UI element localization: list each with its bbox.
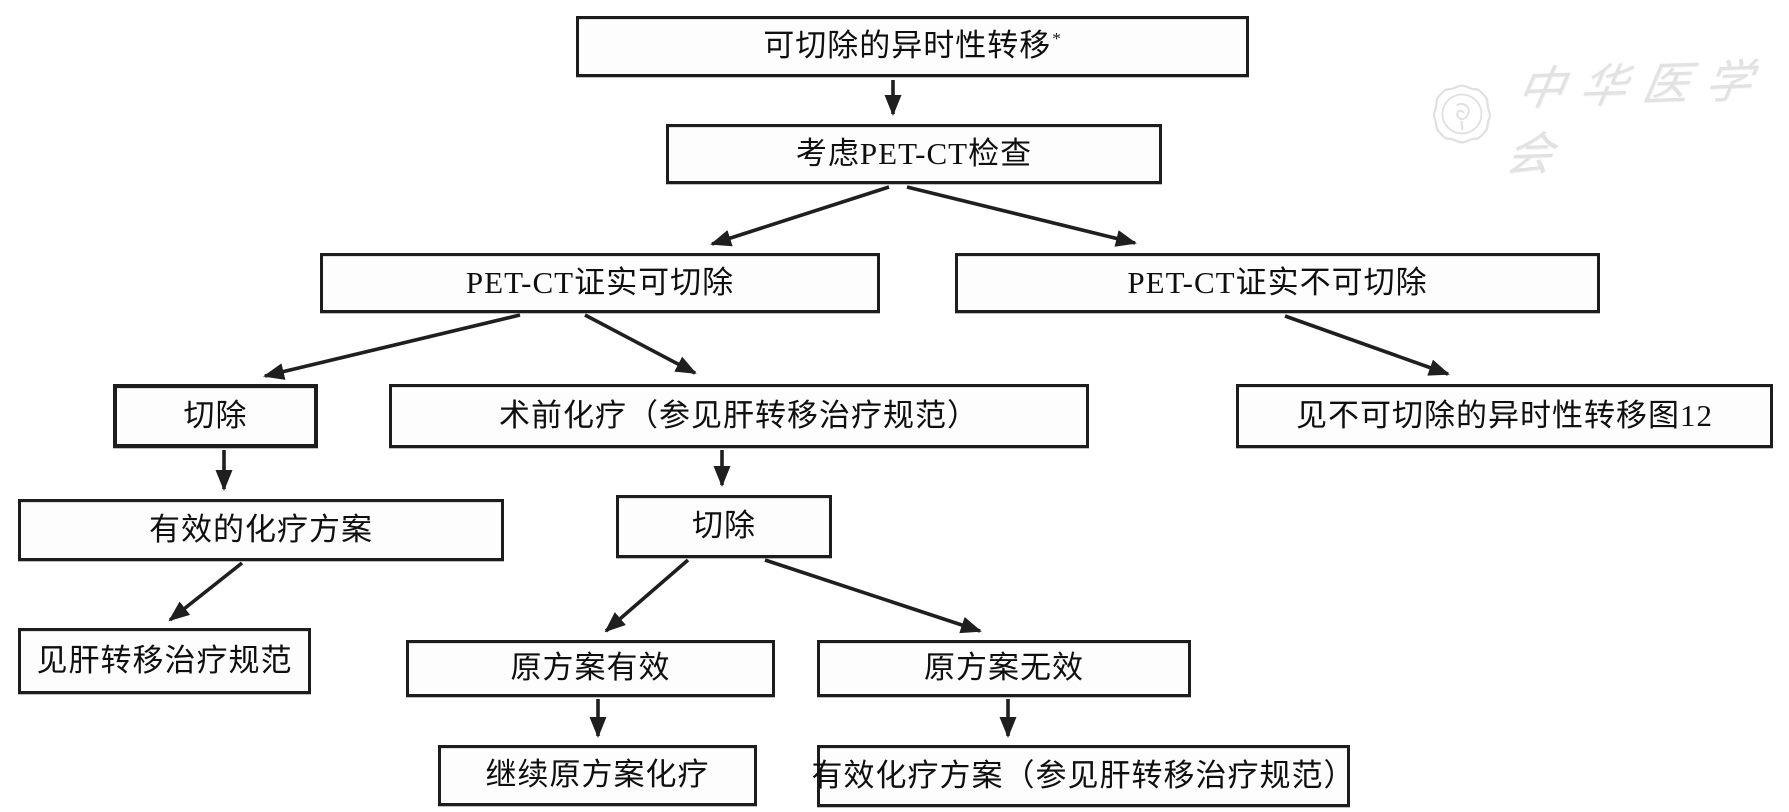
node-label: 继续原方案化疗 (485, 757, 710, 793)
node-label: 有效化疗方案（参见肝转移治疗规范） (811, 757, 1356, 793)
node-label: 有效的化疗方案 (149, 511, 373, 547)
arrow-n9-n11 (604, 558, 690, 633)
node-original-regimen-ineffective: 原方案无效 (817, 640, 1191, 697)
node-label: 原方案无效 (924, 650, 1084, 686)
node-label: 术前化疗（参见肝转移治疗规范） (499, 397, 979, 433)
node-label: 见肝转移治疗规范 (36, 642, 293, 678)
node-effective-chemotherapy-regimen: 有效的化疗方案 (18, 499, 504, 561)
node-pet-ct-confirmed-unresectable: PET-CT证实不可切除 (955, 253, 1600, 313)
node-label: 可切除的异时性转移 (763, 28, 1052, 64)
arrow-n2-n3 (710, 185, 890, 247)
node-effective-chemo-see-guideline: 有效化疗方案（参见肝转移治疗规范） (812, 745, 1355, 807)
node-consider-pet-ct: 考虑PET-CT检查 (666, 124, 1162, 184)
arrow-n3-n5 (263, 313, 521, 380)
node-label: 切除 (183, 397, 248, 433)
node-resection-middle: 切除 (616, 495, 832, 558)
arrow-n9-n12 (764, 558, 982, 634)
node-label: PET-CT证实不可切除 (1127, 264, 1428, 300)
arrow-n3-n6 (584, 313, 697, 375)
node-see-unresectable-metachronous-figure-12: 见不可切除的异时性转移图12 (1236, 384, 1773, 448)
arrow-n2-n4 (906, 185, 1137, 247)
node-label: 原方案有效 (510, 650, 671, 686)
node-see-liver-metastasis-guideline: 见肝转移治疗规范 (18, 628, 311, 694)
node-label: 见不可切除的异时性转移图12 (1296, 397, 1713, 433)
node-label: 切除 (692, 508, 756, 544)
node-resection-left: 切除 (113, 384, 318, 448)
arrow-n4-n7 (1284, 314, 1450, 376)
node-label: 考虑PET-CT检查 (795, 135, 1033, 171)
node-preoperative-chemotherapy: 术前化疗（参见肝转移治疗规范） (389, 384, 1089, 448)
node-original-regimen-effective: 原方案有效 (406, 640, 775, 697)
node-label: PET-CT证实可切除 (465, 264, 735, 300)
arrow-n8-n10 (168, 561, 244, 622)
node-resectable-metachronous-metastasis: 可切除的异时性转移* (576, 16, 1249, 77)
node-continue-original-regimen-chemo: 继续原方案化疗 (438, 745, 757, 806)
node-pet-ct-confirmed-resectable: PET-CT证实可切除 (320, 253, 880, 313)
